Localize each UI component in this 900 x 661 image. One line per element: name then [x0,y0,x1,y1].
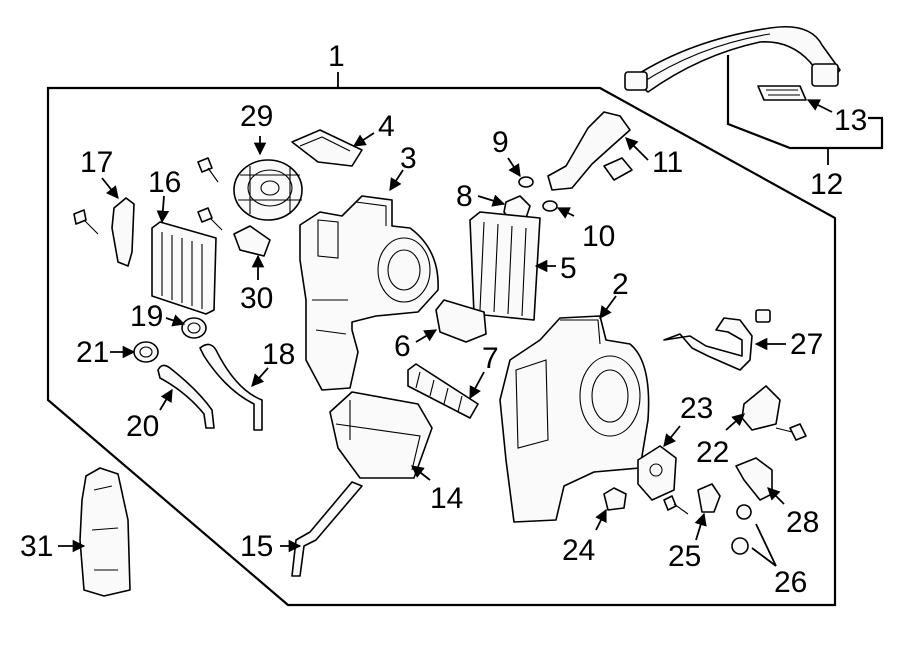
callout-19: 19 [130,300,163,333]
hose-20-part [157,364,215,429]
leader-4 [352,132,375,147]
leader-26 [751,523,777,567]
cabin-filter-part [407,363,479,419]
leader-18 [251,367,269,387]
grommet-24-part [603,487,627,511]
clamp-19-part [181,317,207,339]
leader-14 [411,465,431,481]
heater-case-part [499,315,650,523]
clamp-21-part [133,341,159,363]
blower-motor-part [233,159,303,221]
callout-15: 15 [240,530,273,563]
callout-30: 30 [240,282,273,315]
callout-1: 1 [328,40,345,73]
bracket-28-part [735,457,773,501]
hose-18-part [199,343,263,431]
callout-2: 2 [612,268,629,301]
callout-12: 12 [810,168,843,201]
leader-23 [663,425,681,447]
pipe-11-part [547,111,633,191]
screws [73,157,223,235]
leader-8 [477,194,506,207]
leader-24 [595,508,607,531]
drain-pan-part [329,391,433,479]
bracket-17-part [111,197,135,267]
callout-8: 8 [456,180,473,213]
assembly-frame [46,86,837,607]
callout-6: 6 [394,330,411,363]
drain-hose-part [291,481,363,577]
callout-11: 11 [652,146,683,179]
callout-28: 28 [786,506,819,539]
callout-17: 17 [80,146,113,179]
leader-17 [101,177,119,199]
filter-cover-part [291,129,363,167]
leader-25 [694,512,707,541]
callout-26: 26 [774,566,807,599]
clip-26-parts [731,504,752,555]
callout-16: 16 [148,166,181,199]
actuator-30-part [233,225,271,257]
leader-11 [625,137,649,161]
callout-21: 21 [76,336,109,369]
callout-23: 23 [680,392,713,425]
callout-13: 13 [834,104,867,137]
callout-9: 9 [492,126,509,159]
duct-6-part [435,299,487,343]
callout-27: 27 [790,328,823,361]
sensor-25-part [697,483,721,513]
callout-18: 18 [262,338,295,371]
callout-4: 4 [378,110,395,143]
leader-9 [507,157,521,178]
bolt-22-part [775,423,807,441]
actuator-23-part [637,445,677,501]
leader-20 [159,388,173,411]
leader-16 [156,195,170,224]
callout-25: 25 [668,540,701,573]
leader-22 [725,413,745,431]
callout-10: 10 [582,220,615,253]
leader-6 [415,329,438,343]
callout-7: 7 [482,342,499,375]
wire-harness-part [663,309,771,371]
leader-7 [469,371,485,400]
duct-31-part [79,467,131,597]
leader-10 [556,207,575,219]
oring-10-part [542,200,558,212]
callout-24: 24 [562,534,595,567]
screw-23-part [663,495,689,515]
leader-19 [165,314,186,327]
leader-2 [599,295,617,320]
actuator-22-part [741,385,781,431]
leader-13 [806,99,833,113]
blower-case-part [299,195,439,391]
callout-31: 31 [20,530,53,563]
leader-28 [767,487,785,505]
leader-3 [389,169,404,192]
duct-hose-part [624,26,841,93]
callout-22: 22 [696,436,729,469]
callout-5: 5 [560,252,577,285]
callout-3: 3 [400,142,417,175]
bracket-12 [726,55,884,150]
callout-29: 29 [240,100,273,133]
vent-grille-part [757,85,807,101]
evaporator-part [469,211,541,321]
callout-14: 14 [430,482,463,515]
callout-20: 20 [126,410,159,443]
oring-9-part [518,176,534,188]
